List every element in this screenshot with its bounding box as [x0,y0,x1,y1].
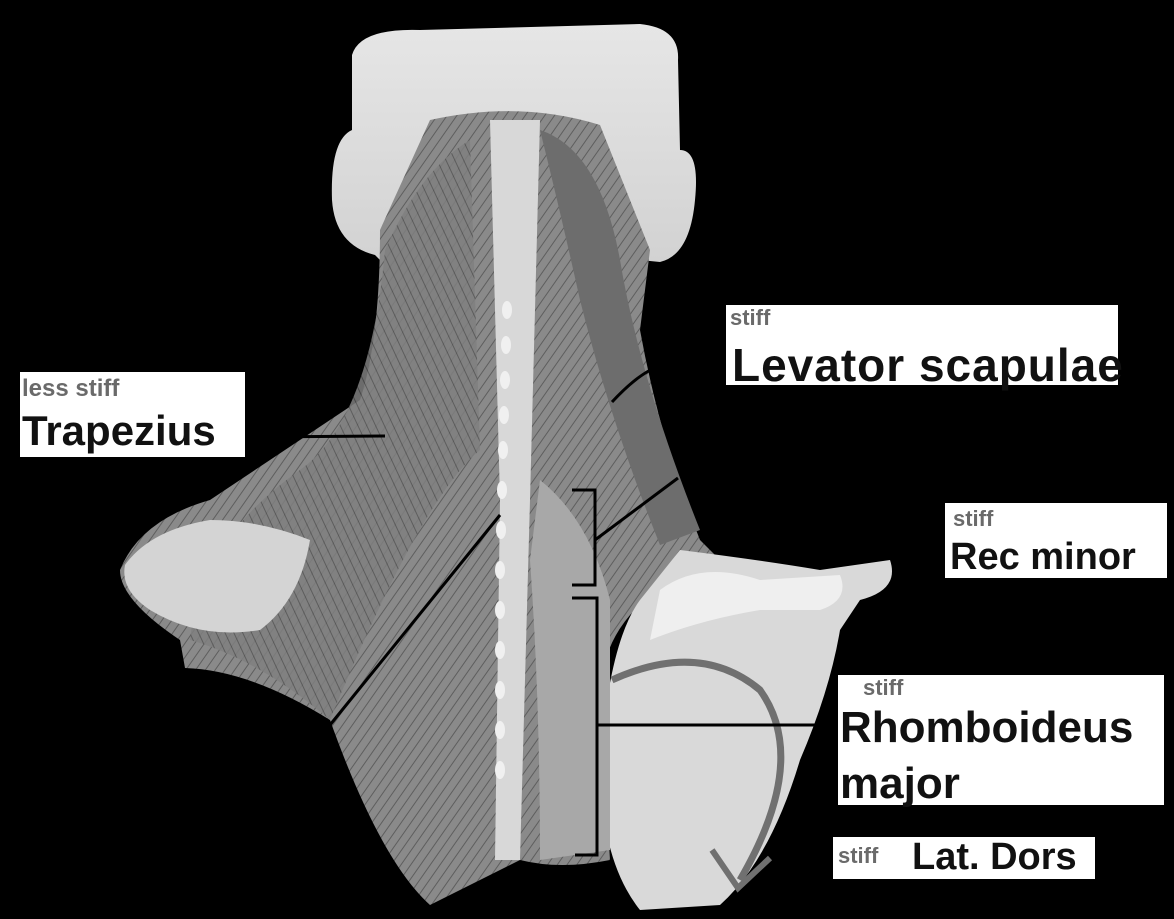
lat-dors-note: stiff [838,845,878,867]
levator-note: stiff [730,307,770,329]
check-mark [760,866,812,919]
rec-minor-label: Rec minor [950,538,1136,576]
levator-label: Levator scapulae [732,342,1124,388]
rhomboideus-label-line1: Rhomboideus [840,706,1133,750]
trapezius-label: Trapezius [22,410,216,452]
rhomboideus-label-line2: major [840,762,960,806]
trapezius-note: less stiff [22,377,119,401]
rhomboideus-note: stiff [863,677,903,699]
lat-dors-label: Lat. Dors [912,838,1077,876]
rec-minor-note: stiff [953,508,993,530]
